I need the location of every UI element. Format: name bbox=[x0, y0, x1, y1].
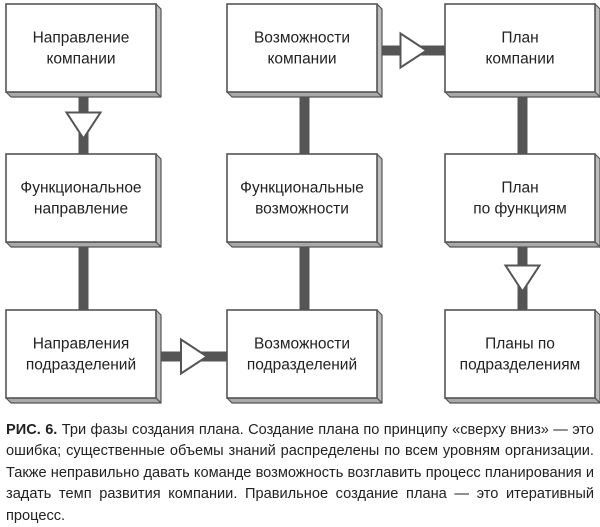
connector-functional-direction-to-unit-directions bbox=[78, 247, 89, 310]
caption-label: РИС. 6. bbox=[6, 422, 58, 438]
connectors bbox=[64, 31, 542, 376]
connector-direction-to-functional-direction bbox=[64, 97, 103, 154]
arrow-head bbox=[180, 337, 209, 376]
arrow-head bbox=[399, 31, 429, 70]
connector-unit-directions-to-unit-capabilities bbox=[161, 337, 227, 376]
connector-plan-to-functional-plan bbox=[517, 97, 528, 154]
connector-unit-capabilities-to-functional-capabilities bbox=[299, 247, 310, 310]
connector-capabilities-to-plan bbox=[382, 31, 445, 70]
connector-functional-plan-to-unit-plans bbox=[503, 247, 542, 310]
arrow-head bbox=[64, 111, 103, 141]
arrow-head bbox=[503, 264, 542, 294]
caption-text: Три фазы создания плана. Создание плана … bbox=[6, 422, 595, 524]
connector-functional-capabilities-to-capabilities bbox=[299, 97, 310, 154]
figure-caption: РИС. 6. Три фазы создания плана. Создани… bbox=[6, 420, 594, 527]
